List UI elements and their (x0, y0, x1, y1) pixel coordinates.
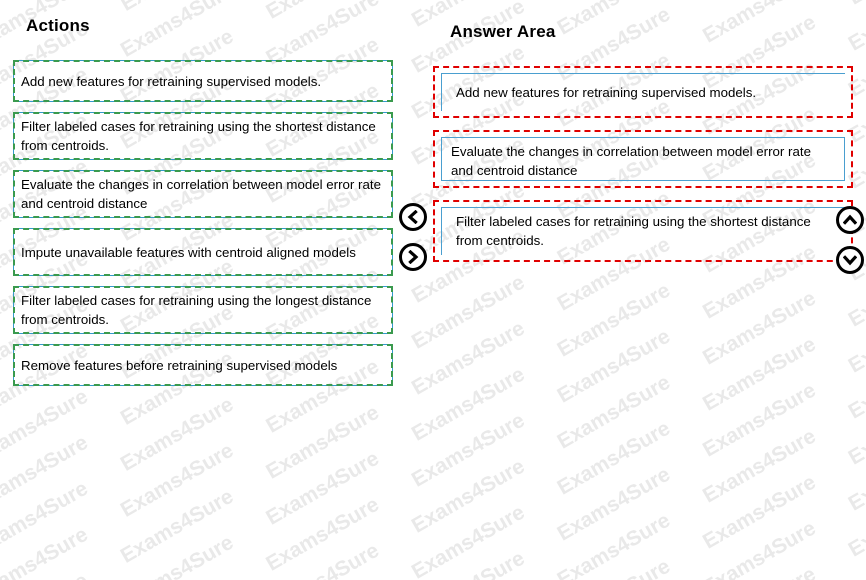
chevron-down-icon (843, 253, 857, 267)
move-up-button[interactable] (836, 206, 864, 234)
question-page: Actions Answer Area Add new features for… (13, 16, 864, 396)
action-card[interactable]: Filter labeled cases for retraining usin… (13, 286, 393, 334)
action-card-label: Evaluate the changes in correlation betw… (21, 177, 381, 211)
action-card[interactable]: Filter labeled cases for retraining usin… (13, 112, 393, 160)
action-card[interactable]: Add new features for retraining supervis… (13, 60, 393, 102)
action-card-label: Filter labeled cases for retraining usin… (21, 293, 372, 327)
answer-slot-content[interactable]: Evaluate the changes in correlation betw… (441, 137, 845, 181)
answer-slot[interactable]: Evaluate the changes in correlation betw… (433, 130, 853, 188)
answer-slot[interactable]: Add new features for retraining supervis… (433, 66, 853, 118)
action-card[interactable]: Impute unavailable features with centroi… (13, 228, 393, 276)
move-down-button[interactable] (836, 246, 864, 274)
move-left-button[interactable] (399, 203, 427, 231)
actions-list: Add new features for retraining supervis… (13, 60, 393, 396)
answer-slot-list: Add new features for retraining supervis… (433, 66, 853, 274)
answer-slot-content[interactable]: Filter labeled cases for retraining usin… (441, 207, 845, 255)
actions-column-title: Actions (26, 16, 90, 35)
action-card-label: Remove features before retraining superv… (21, 357, 338, 373)
move-right-button[interactable] (399, 243, 427, 271)
answer-slot[interactable]: Filter labeled cases for retraining usin… (433, 200, 853, 262)
answer-slot-label: Filter labeled cases for retraining usin… (456, 214, 811, 248)
answer-area-title: Answer Area (450, 22, 556, 41)
chevron-left-icon (406, 210, 420, 224)
answer-slot-content[interactable]: Add new features for retraining supervis… (441, 73, 845, 111)
answer-slot-label: Add new features for retraining supervis… (456, 85, 757, 100)
action-card-label: Filter labeled cases for retraining usin… (21, 119, 376, 153)
answer-slot-label: Evaluate the changes in correlation betw… (451, 144, 811, 178)
chevron-right-icon (406, 250, 420, 264)
action-card[interactable]: Remove features before retraining superv… (13, 344, 393, 386)
action-card-label: Impute unavailable features with centroi… (21, 244, 356, 260)
chevron-up-icon (843, 213, 857, 227)
action-card[interactable]: Evaluate the changes in correlation betw… (13, 170, 393, 218)
action-card-label: Add new features for retraining supervis… (21, 73, 322, 89)
